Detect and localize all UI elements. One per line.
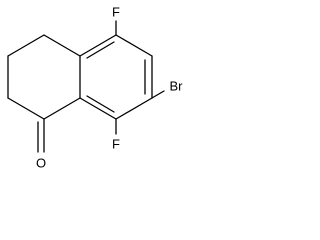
bond-c9-c8a <box>43 97 81 120</box>
bond-c8-c8a-inner <box>86 95 115 113</box>
bond-c8-c8a <box>79 97 117 120</box>
bond-c7-c8 <box>115 97 153 120</box>
fluorine-top-label: F <box>112 5 120 20</box>
fluorine-bottom-label: F <box>112 137 120 152</box>
bromine-label: Br <box>170 79 184 94</box>
bond-c4a-c5 <box>79 34 117 57</box>
bond-c1-c9 <box>7 97 45 120</box>
bond-c4-c3 <box>43 34 81 57</box>
oxygen-label: O <box>36 156 46 171</box>
bond-c3-c2 <box>7 34 45 57</box>
bond-c7-br <box>151 90 165 99</box>
bond-c4a-c5-inner <box>86 41 115 59</box>
chemical-structure-diagram: F Br F O <box>7 5 184 171</box>
bond-c5-c6 <box>115 34 153 57</box>
